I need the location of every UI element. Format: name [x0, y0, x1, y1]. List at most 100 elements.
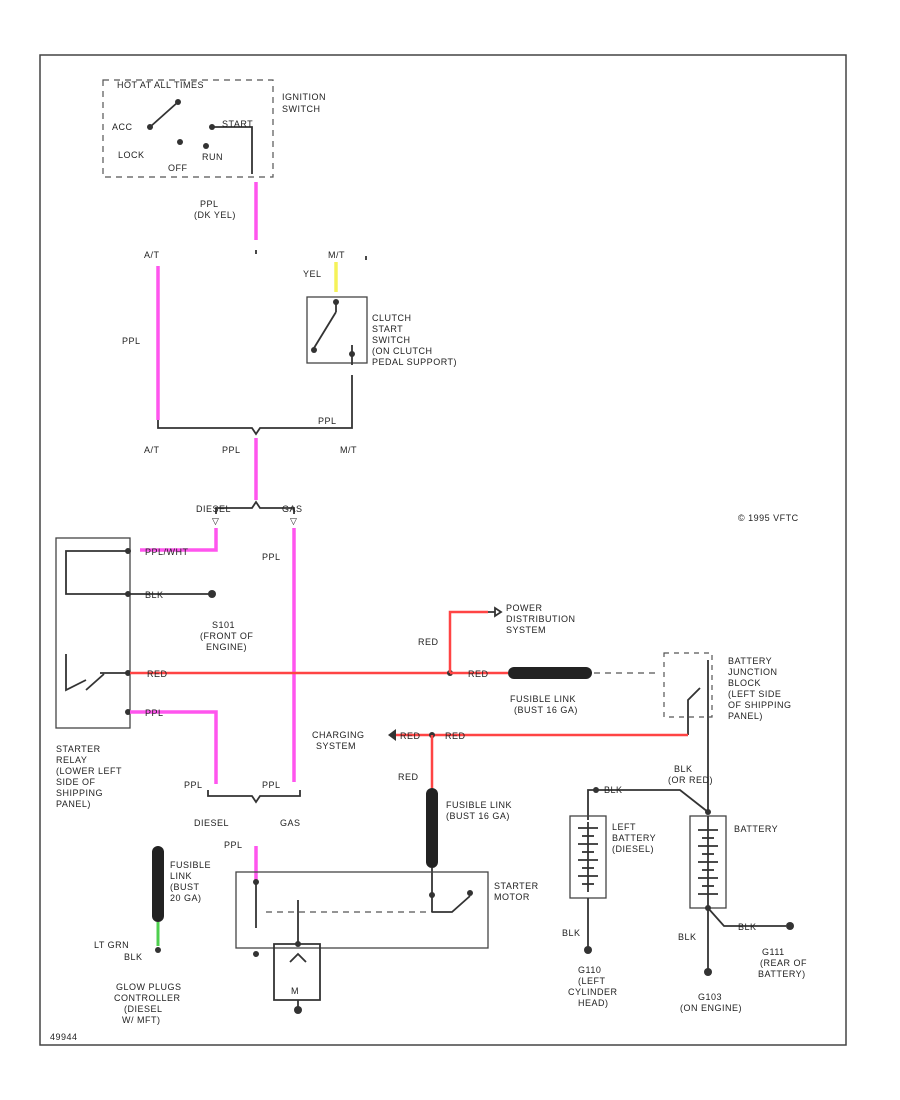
glow-plugs-label-3: (DIESEL [124, 1004, 163, 1014]
wire-label-red-relay: RED [147, 669, 168, 679]
starter-motor-label-1: STARTER [494, 881, 539, 891]
power-distribution-3: SYSTEM [506, 625, 546, 635]
clutch-start-switch [306, 296, 368, 420]
wire-label-ppl-gas: PPL [262, 552, 281, 562]
junction-label-4: (LEFT SIDE [728, 689, 781, 699]
g103-label-2: (ON ENGINE) [680, 1003, 742, 1013]
starter-relay-label-1: STARTER [56, 744, 101, 754]
s101-label-2: (FRONT OF [200, 631, 253, 641]
left-battery-label-1: LEFT [612, 822, 636, 832]
glow-plugs-label-2: CONTROLLER [114, 993, 181, 1003]
power-distribution-1: POWER [506, 603, 543, 613]
wire-label-ppl-at: PPL [122, 336, 141, 346]
diagram-frame [39, 54, 847, 1046]
label-mt-bottom: M/T [340, 445, 357, 455]
position-off: OFF [168, 163, 188, 173]
wire-label-red-charging-1: RED [400, 731, 421, 741]
left-battery [569, 815, 607, 954]
wire-label-yel: YEL [303, 269, 322, 279]
power-distribution-2: DISTRIBUTION [506, 614, 576, 624]
fusible-link-starter [426, 788, 438, 868]
wire-label-ppl-1: PPL [200, 199, 219, 209]
starter-motor-label-2: MOTOR [494, 892, 530, 902]
s101-label-3: ENGINE) [206, 642, 247, 652]
wire-ppl-relay-out [130, 710, 218, 784]
wire-label-red-main: RED [468, 669, 489, 679]
label-diesel-bottom: DIESEL [194, 818, 229, 828]
clutch-label-2: START [372, 324, 403, 334]
wire-label-ppl-relay: PPL [145, 708, 164, 718]
label-at-bottom: A/T [144, 445, 160, 455]
starter-motor: M [235, 871, 489, 1014]
fusible-link-3-label-4: 20 GA) [170, 893, 202, 903]
position-run: RUN [202, 152, 223, 162]
svg-text:M: M [291, 986, 299, 996]
junction-label-6: PANEL) [728, 711, 763, 721]
starter-relay-label-4: SIDE OF [56, 777, 96, 787]
position-start: START [222, 119, 253, 129]
svg-text:▽: ▽ [290, 516, 297, 526]
starter-relay-label-6: PANEL) [56, 799, 91, 809]
position-acc: ACC [112, 122, 133, 132]
battery-label: BATTERY [734, 824, 778, 834]
wire-label-red-power: RED [418, 637, 439, 647]
fusible-link-3-label-1: FUSIBLE [170, 860, 211, 870]
g110-label-1: G110 [578, 965, 601, 975]
diesel-gas-bracket-low [207, 790, 301, 804]
wire-red-power [448, 610, 488, 673]
svg-text:▽: ▽ [212, 516, 219, 526]
charging-label-2: SYSTEM [316, 741, 356, 751]
fusible-link-2-label-1: FUSIBLE LINK [446, 800, 512, 810]
fusible-link-1-label-2: (BUST 16 GA) [514, 705, 578, 715]
position-lock: LOCK [118, 150, 145, 160]
starter-relay [55, 537, 131, 729]
wire-label-blk-g111: BLK [738, 922, 757, 932]
wire-label-ppl-wht: PPL/WHT [145, 547, 189, 557]
diesel-gas-bracket [215, 500, 295, 514]
wire-label-blk-left: BLK [562, 928, 581, 938]
wire-label-dk-yel: (DK YEL) [194, 210, 236, 220]
g111-label-3: BATTERY) [758, 969, 806, 979]
ignition-switch-label-2: SWITCH [282, 104, 321, 114]
left-battery-label-3: (DIESEL) [612, 844, 654, 854]
fusible-link-2-label-2: (BUST 16 GA) [446, 811, 510, 821]
charging-label-1: CHARGING [312, 730, 365, 740]
wire-label-ppl-mid: PPL [222, 445, 241, 455]
starter-relay-label-3: (LOWER LEFT [56, 766, 122, 776]
fusible-link-3-label-2: LINK [170, 871, 192, 881]
clutch-label-4: (ON CLUTCH [372, 346, 433, 356]
at-mt-bracket [157, 420, 353, 436]
clutch-label-3: SWITCH [372, 335, 411, 345]
fusible-link-1-label-1: FUSIBLE LINK [510, 694, 576, 704]
wire-label-blk-or-red-1: BLK [674, 764, 693, 774]
starter-relay-label-5: SHIPPING [56, 788, 103, 798]
wire-label-ppl-diesel: PPL [184, 780, 203, 790]
glow-plugs-label-1: GLOW PLUGS [116, 982, 182, 992]
wire-label-lt-grn: LT GRN [94, 940, 129, 950]
wire-label-blk-relay: BLK [145, 590, 164, 600]
label-at-top: A/T [144, 250, 160, 260]
ignition-switch-label-1: IGNITION [282, 92, 326, 102]
left-battery-label-2: BATTERY [612, 833, 656, 843]
fusible-link-main [508, 667, 592, 679]
main-battery [689, 815, 794, 976]
figure-id: 49944 [50, 1032, 78, 1042]
wire-blk-batteries [587, 789, 709, 820]
clutch-label-1: CLUTCH [372, 313, 412, 323]
clutch-label-5: PEDAL SUPPORT) [372, 357, 457, 367]
wire-label-ppl-gas-low: PPL [262, 780, 281, 790]
starter-relay-label-2: RELAY [56, 755, 87, 765]
copyright: © 1995 VFTC [738, 513, 799, 523]
g111-label-2: (REAR OF [760, 958, 807, 968]
junction-label-2: JUNCTION [728, 667, 778, 677]
g110-label-3: CYLINDER [568, 987, 618, 997]
s101-label-1: S101 [212, 620, 235, 630]
wire-label-ppl-starter: PPL [224, 840, 243, 850]
junction-label-1: BATTERY [728, 656, 772, 666]
g110-label-4: HEAD) [578, 998, 609, 1008]
ignition-header: HOT AT ALL TIMES [117, 80, 204, 90]
wire-label-blk-or-red-2: (OR RED) [668, 775, 713, 785]
wire-label-blk-battery: BLK [604, 785, 623, 795]
g111-label-1: G111 [762, 947, 785, 957]
